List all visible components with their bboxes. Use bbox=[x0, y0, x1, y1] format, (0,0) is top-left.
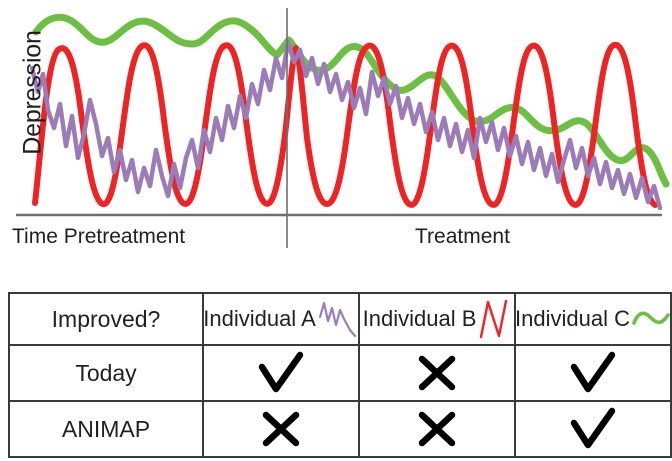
depression-chart-panel: Depression Time Pretreatment Treatment bbox=[12, 8, 670, 248]
table-cell-animap-individual-b bbox=[358, 400, 516, 458]
table-header-individual-a: Individual A bbox=[202, 292, 360, 346]
sparkline-wave-green-icon bbox=[632, 311, 670, 325]
cross-icon bbox=[262, 411, 300, 447]
table-header-row: Improved? Individual A Individual B bbox=[8, 292, 672, 346]
cross-icon bbox=[418, 411, 456, 447]
series-line-individual-a bbox=[29, 39, 663, 211]
table-header-individual-c: Individual C bbox=[514, 292, 672, 346]
check-icon bbox=[570, 407, 616, 449]
table-header-individual-b-label: Individual B bbox=[362, 306, 477, 331]
table-header-individual-b: Individual B bbox=[358, 292, 516, 346]
table-cell-today-individual-a bbox=[202, 344, 360, 402]
table-header-individual-a-label: Individual A bbox=[203, 306, 316, 331]
check-icon bbox=[258, 351, 304, 393]
improvement-comparison-table: Improved? Individual A Individual B bbox=[8, 292, 672, 458]
y-axis-title: Depression bbox=[18, 30, 47, 155]
table-row-today: Today bbox=[8, 344, 672, 402]
table-row-animap: ANIMAP bbox=[8, 400, 672, 458]
check-icon bbox=[570, 351, 616, 393]
x-axis-label-pretreatment: Time Pretreatment bbox=[12, 225, 186, 248]
table-row-label-today: Today bbox=[8, 344, 204, 402]
x-axis-label-treatment: Treatment bbox=[415, 225, 510, 248]
series-line-individual-b bbox=[32, 41, 658, 208]
table-cell-animap-individual-c bbox=[514, 400, 672, 458]
table-cell-animap-individual-a bbox=[202, 400, 360, 458]
sparkline-zigzag-red-icon bbox=[480, 299, 508, 339]
cross-icon bbox=[418, 355, 456, 391]
table-row-label-animap: ANIMAP bbox=[8, 400, 204, 458]
depression-timeseries-chart bbox=[16, 8, 670, 248]
table-header-improved: Improved? bbox=[8, 292, 204, 346]
sparkline-jagged-purple-icon bbox=[318, 301, 356, 338]
table-cell-today-individual-b bbox=[358, 344, 516, 402]
table-cell-today-individual-c bbox=[514, 344, 672, 402]
table-header-individual-c-label: Individual C bbox=[515, 306, 630, 331]
